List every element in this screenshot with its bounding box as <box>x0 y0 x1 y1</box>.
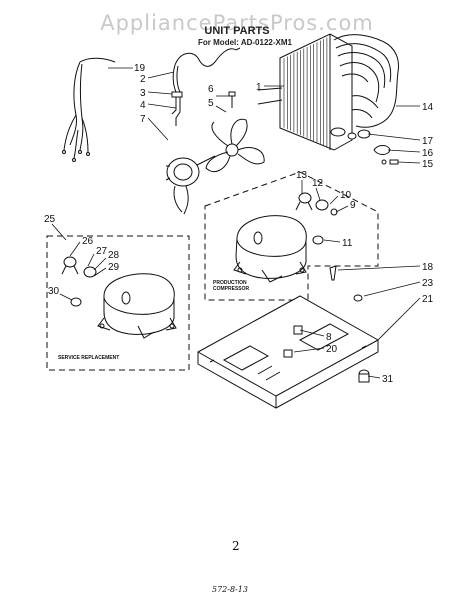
callout-1: 1 <box>256 82 262 93</box>
condenser-coil-part <box>257 33 399 151</box>
callout-27: 27 <box>96 246 108 257</box>
callout-10: 10 <box>340 190 352 201</box>
fan-mount-screw-part <box>228 91 236 108</box>
production-compressor-box <box>204 171 379 301</box>
service-label: SERVICE REPLACEMENT <box>58 355 119 361</box>
callout-12: 12 <box>312 178 324 189</box>
watermark: AppliancePartsPros.com <box>100 11 374 35</box>
callout-9: 9 <box>350 200 356 211</box>
callout-6: 6 <box>208 84 214 95</box>
callout-16: 16 <box>422 148 434 159</box>
callout-15: 15 <box>422 159 434 170</box>
callout-31: 31 <box>382 374 394 385</box>
page-number: 2 <box>232 539 240 553</box>
callout-25: 25 <box>44 214 56 225</box>
callout-21: 21 <box>422 294 434 305</box>
model-line: For Model: AD-0122-XM1 <box>198 38 292 47</box>
production-label-line2: COMPRESSOR <box>213 286 250 292</box>
callout-7: 7 <box>140 114 146 125</box>
callout-19: 19 <box>134 63 146 74</box>
capillary-tube-part <box>171 47 241 126</box>
fan-blade-part <box>205 118 265 172</box>
callout-8: 8 <box>326 332 332 343</box>
callout-29: 29 <box>108 262 120 273</box>
diagram-title: UNIT PARTS <box>204 25 269 37</box>
callout-30: 30 <box>48 286 60 297</box>
wire-harness-part <box>62 57 116 162</box>
callout-2: 2 <box>140 74 146 85</box>
mounting-stud-parts <box>329 265 370 383</box>
document-code: 572-8-13 <box>212 585 248 594</box>
callout-17: 17 <box>422 136 434 147</box>
overload-relay-part <box>295 192 338 216</box>
callout-28: 28 <box>108 250 120 261</box>
leader-lines <box>51 67 421 379</box>
callout-26: 26 <box>82 236 94 247</box>
callout-4: 4 <box>140 100 146 111</box>
callout-3: 3 <box>140 88 146 99</box>
production-label-line1: PRODUCTION <box>213 280 247 286</box>
production-compressor-part <box>233 215 307 283</box>
callout-23: 23 <box>422 278 434 289</box>
service-replacement-box <box>46 235 190 371</box>
callout-18: 18 <box>422 262 434 273</box>
fan-motor-part <box>165 155 216 215</box>
callout-20: 20 <box>326 344 338 355</box>
service-relay-part <box>61 256 97 307</box>
service-compressor-part <box>97 273 177 339</box>
grommet-part <box>312 235 324 245</box>
callout-14: 14 <box>422 102 434 113</box>
callout-5: 5 <box>208 98 214 109</box>
callout-numbers: 19 2 3 4 7 6 5 1 14 17 16 15 13 12 10 9 … <box>44 63 434 385</box>
callout-13: 13 <box>296 170 308 181</box>
base-plate-part <box>197 295 379 409</box>
callout-11: 11 <box>342 238 353 249</box>
